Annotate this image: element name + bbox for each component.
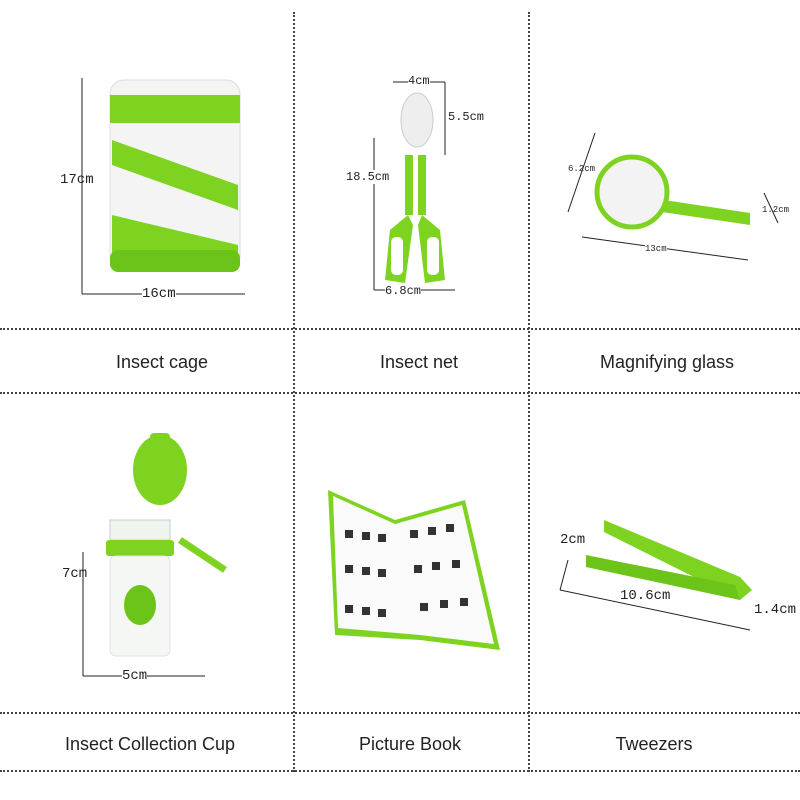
magnifier-length-dimension: 13cm	[645, 244, 667, 254]
tweezers-length-dimension: 10.6cm	[620, 588, 671, 604]
magnifying-glass-image	[594, 154, 750, 230]
grid-divider-horizontal-4	[0, 770, 800, 772]
picture-book-image	[328, 490, 500, 650]
tweezers-width-dimension: 2cm	[560, 532, 586, 548]
grid-divider-horizontal-2	[0, 392, 800, 394]
insect-net-image	[385, 92, 445, 283]
label-insect-collection-cup: Insect Collection Cup	[64, 734, 236, 754]
label-insect-cage: Insect cage	[115, 352, 209, 372]
net-length-dimension: 18.5cm	[346, 170, 390, 184]
magnifier-handle-dimension: 1.2cm	[762, 205, 790, 215]
label-tweezers: Tweezers	[615, 734, 693, 754]
grid-divider-horizontal-3	[0, 712, 800, 714]
label-insect-net: Insect net	[379, 352, 459, 372]
insect-collection-cup-image	[106, 433, 227, 657]
net-handle-width-dimension: 6.8cm	[385, 284, 422, 298]
grid-divider-horizontal-1	[0, 328, 800, 330]
label-picture-book: Picture Book	[358, 734, 462, 754]
net-head-height-dimension: 5.5cm	[448, 110, 485, 124]
cup-height-dimension: 7cm	[62, 566, 88, 582]
label-magnifying-glass: Magnifying glass	[599, 352, 735, 372]
insect-cage-image	[109, 79, 241, 272]
cup-width-dimension: 5cm	[122, 668, 148, 684]
cage-width-dimension: 16cm	[142, 286, 176, 302]
magnifier-lens-dimension: 6.2cm	[568, 164, 596, 174]
cage-height-dimension: 17cm	[60, 172, 94, 188]
tweezers-thickness-dimension: 1.4cm	[754, 602, 797, 618]
net-head-width-dimension: 4cm	[408, 74, 430, 88]
tweezers-image	[586, 520, 752, 600]
